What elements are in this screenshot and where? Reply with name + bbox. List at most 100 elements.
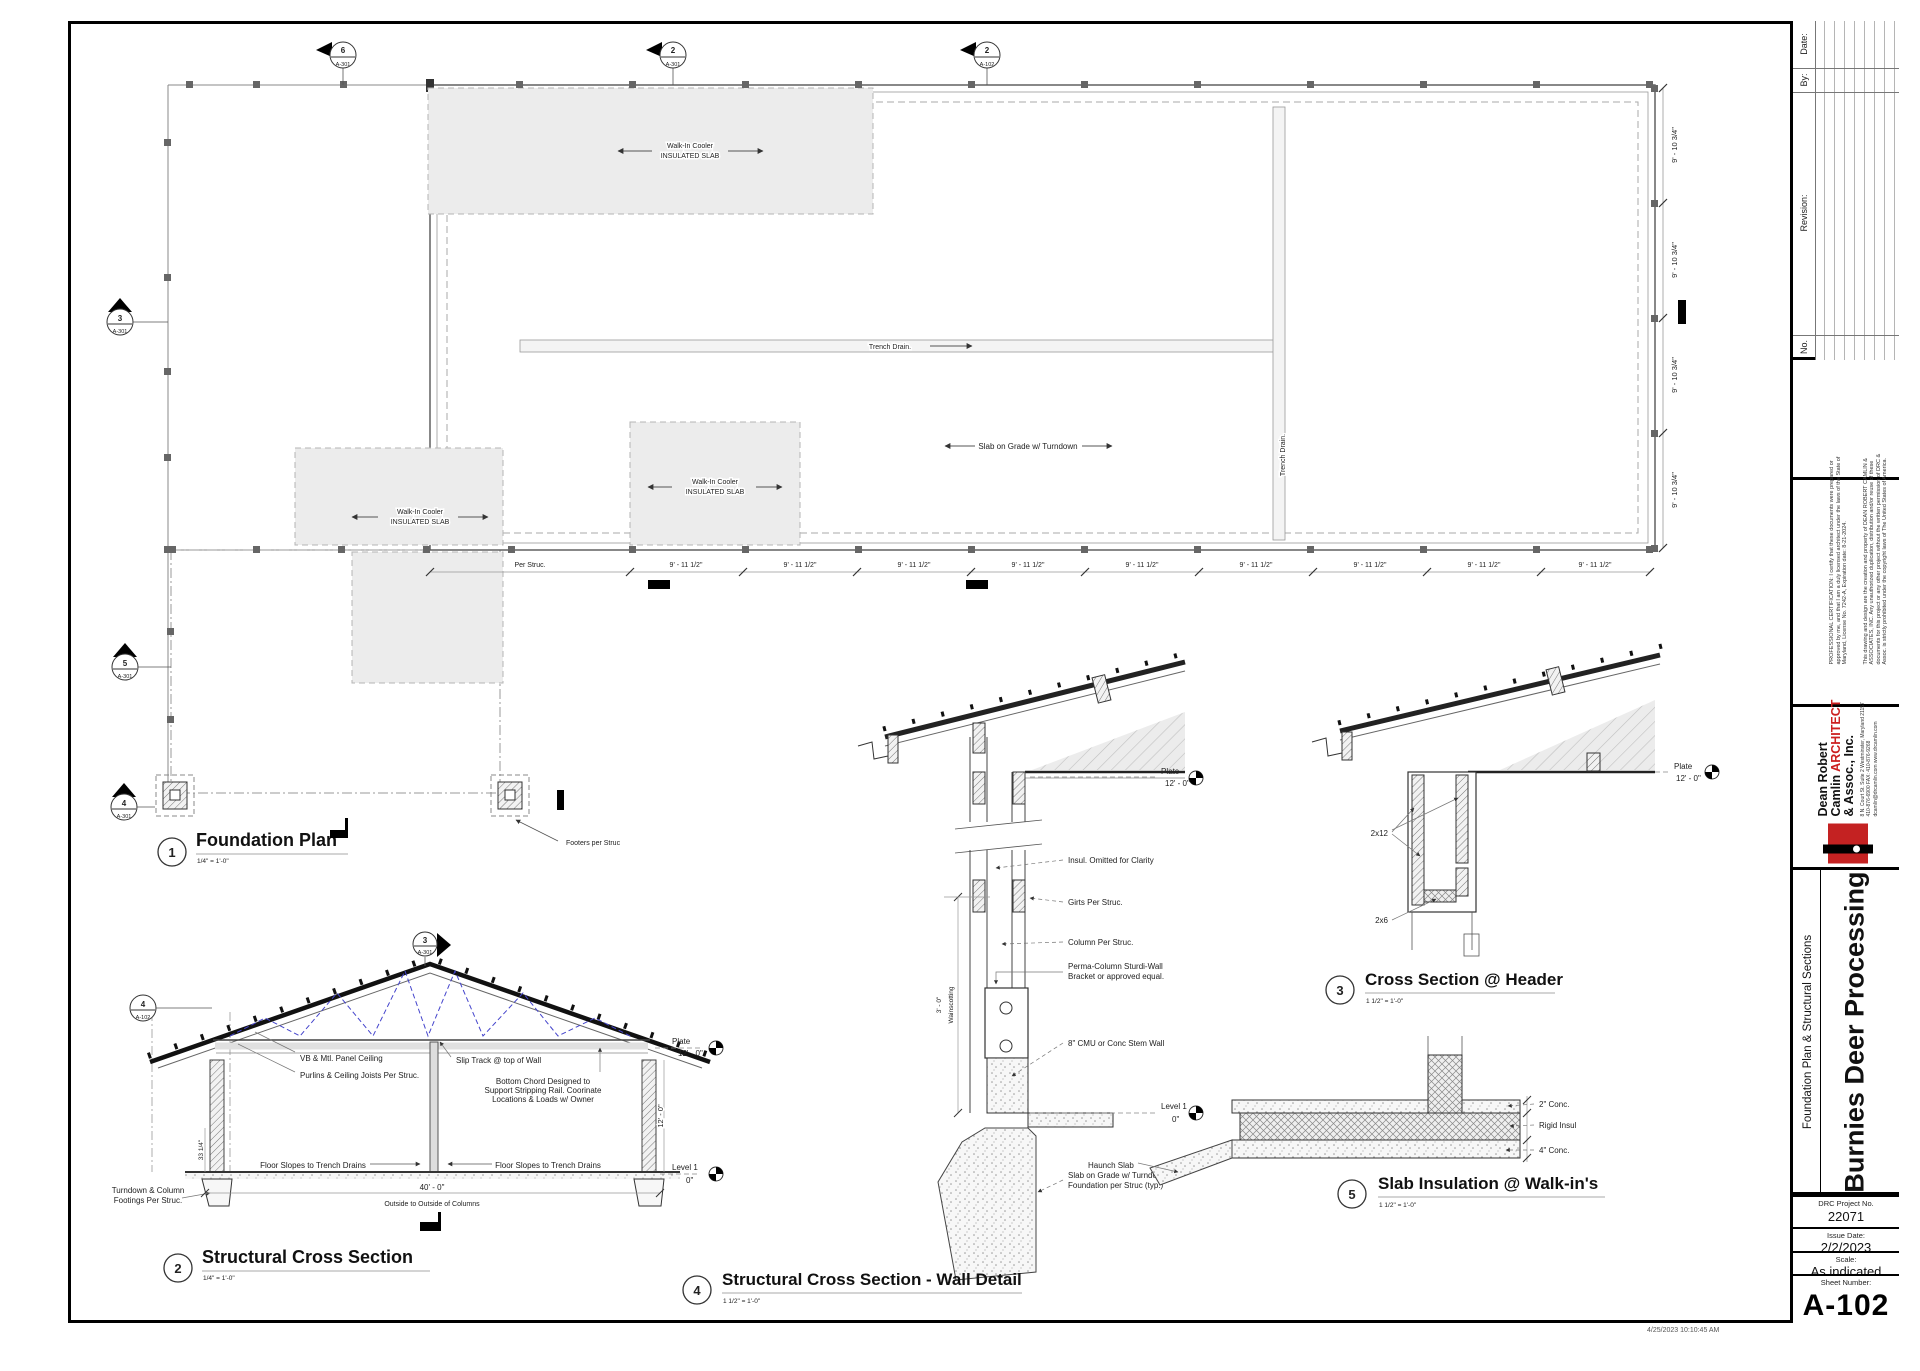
svg-text:5: 5 (1348, 1187, 1355, 1202)
section-marker-6-a301: 6 A-301 (316, 41, 357, 85)
svg-text:1 1/2" = 1'-0": 1 1/2" = 1'-0" (723, 1298, 761, 1305)
sheet-number-cell: Sheet Number: A-102 (1793, 1274, 1899, 1323)
svg-text:Footings Per Struc.: Footings Per Struc. (114, 1196, 182, 1205)
svg-text:3' - 0": 3' - 0" (936, 996, 943, 1013)
svg-text:40' - 0": 40' - 0" (420, 1183, 445, 1192)
svg-text:Level 1: Level 1 (1161, 1102, 1187, 1111)
cooler-slab-top: Walk-In Cooler INSULATED SLAB (427, 87, 874, 215)
svg-text:A-102: A-102 (136, 1015, 151, 1021)
svg-text:Trench Drain.: Trench Drain. (869, 344, 911, 351)
svg-text:A-301: A-301 (336, 62, 351, 68)
trench-drain-horizontal: Trench Drain. (519, 339, 1276, 353)
cooler-slab-left: Walk-In Cooler INSULATED SLAB (294, 447, 504, 684)
svg-text:2x6: 2x6 (1375, 916, 1388, 925)
svg-text:2" Conc.: 2" Conc. (1539, 1100, 1569, 1109)
detail4-title: 4 Structural Cross Section - Wall Detail… (682, 1270, 1022, 1305)
certification-para2: This drawing and design are the creation… (1862, 453, 1889, 665)
svg-text:Support Stripping Rail. Coorin: Support Stripping Rail. Coorinate (485, 1086, 603, 1095)
svg-text:2: 2 (671, 46, 676, 55)
structural-cross-section: VB & Mtl. Panel Ceiling Purlins & Ceilin… (112, 931, 724, 1283)
svg-text:4: 4 (141, 1000, 146, 1009)
project-number-cell: DRC Project No. 22071 (1793, 1195, 1899, 1227)
svg-text:3: 3 (118, 314, 123, 323)
level-symbol (708, 1040, 724, 1056)
footer-detail-1 (155, 774, 195, 817)
svg-text:9' - 11 1/2": 9' - 11 1/2" (1579, 562, 1612, 569)
certification-panel (1793, 480, 1899, 707)
revision-by-label: By: (1799, 73, 1809, 87)
revision-label-column (1793, 21, 1816, 360)
svg-text:Insul. Omitted for Clarity: Insul. Omitted for Clarity (1068, 856, 1154, 865)
plan-right-dimensions: 9' - 10 3/4" 9' - 10 3/4" 9' - 10 3/4" 9… (1658, 83, 1686, 553)
plan-bottom-dimensions: Per Struc. 9' - 11 1/2" 9' - 11 1/2" 9' … (425, 561, 1655, 577)
svg-text:12' - 0": 12' - 0" (656, 1104, 665, 1128)
svg-text:8" CMU or Conc Stem Wall: 8" CMU or Conc Stem Wall (1068, 1039, 1165, 1048)
section3-title: 3 Cross Section @ Header 1 1/2" = 1'-0" (1325, 970, 1563, 1005)
architect-info: Dean Robert Camlin ARCHITECT & Assoc., I… (1801, 700, 1895, 864)
svg-text:3: 3 (423, 936, 428, 945)
empty-panel (1793, 360, 1899, 480)
titles-panel (1793, 870, 1899, 1195)
svg-text:33 1/4": 33 1/4" (198, 1139, 205, 1160)
certification-para1: PROFESSIONAL CERTIFICATION: I certify th… (1829, 456, 1849, 665)
certification-text: PROFESSIONAL CERTIFICATION: I certify th… (1829, 440, 1893, 665)
svg-text:Rigid Insul: Rigid Insul (1539, 1121, 1577, 1130)
svg-text:Slip Track @ top of Wall: Slip Track @ top of Wall (456, 1056, 541, 1065)
svg-text:Slab on Grade w/ Turndown: Slab on Grade w/ Turndown (1068, 1171, 1167, 1180)
svg-text:Footers per Struc: Footers per Struc (566, 840, 621, 847)
svg-text:2x12: 2x12 (1371, 829, 1389, 838)
wall-detail: Plate 12' - 0" Level 1 0" Insul. Omitted… (682, 650, 1204, 1305)
svg-text:Per Struc.: Per Struc. (514, 562, 545, 569)
sheet-number-value: A-102 (1802, 1289, 1890, 1322)
svg-text:Haunch Slab: Haunch Slab (1088, 1161, 1134, 1170)
section-marker-2-a301: 2 A-301 (646, 41, 687, 85)
level-symbol (1188, 770, 1204, 786)
architect-panel (1793, 707, 1899, 870)
svg-text:1: 1 (168, 845, 175, 860)
section-marker-4-a102: 4 A-102 (129, 994, 212, 1022)
level-symbol (1188, 1105, 1204, 1121)
slab-insulation-detail: 2" Conc. Rigid Insul 4" Conc. Haunch Sla… (1088, 1036, 1605, 1209)
svg-text:1/4" = 1'-0": 1/4" = 1'-0" (203, 1275, 235, 1282)
svg-text:9' - 10 3/4": 9' - 10 3/4" (1670, 357, 1679, 393)
svg-text:3: 3 (1336, 983, 1343, 998)
issue-date-cell: Issue Date: 2/2/2023 (1793, 1227, 1899, 1255)
svg-text:A-301: A-301 (418, 950, 433, 956)
svg-text:Level 1: Level 1 (672, 1163, 698, 1172)
level-symbol (1704, 764, 1720, 780)
svg-text:9' - 11 1/2": 9' - 11 1/2" (1468, 562, 1501, 569)
svg-text:Walk-In Cooler: Walk-In Cooler (667, 143, 714, 150)
architect-name-line3: & Assoc., Inc. (1841, 734, 1856, 817)
svg-text:9' - 11 1/2": 9' - 11 1/2" (670, 562, 703, 569)
section2-title: 2 Structural Cross Section 1/4" = 1'-0" (163, 1247, 430, 1283)
project-number-label: DRC Project No. (1818, 1199, 1874, 1208)
svg-text:Turndown & Column: Turndown & Column (112, 1186, 185, 1195)
section-flags (557, 580, 988, 810)
titles-divider (1820, 870, 1821, 1195)
architect-name-line2: Camlin ARCHITECT (1828, 700, 1843, 817)
svg-text:Outside to Outside of Columns: Outside to Outside of Columns (384, 1201, 480, 1208)
svg-text:9' - 10 3/4": 9' - 10 3/4" (1670, 127, 1679, 163)
svg-text:9' - 10 3/4": 9' - 10 3/4" (1670, 242, 1679, 278)
svg-text:Locations & Loads w/ Owner: Locations & Loads w/ Owner (492, 1095, 594, 1104)
section-mar ker-4-a301: 4 A-301 (110, 783, 155, 821)
svg-text:9' - 11 1/2": 9' - 11 1/2" (1354, 562, 1387, 569)
svg-text:Floor Slopes to Trench Drains: Floor Slopes to Trench Drains (260, 1161, 366, 1170)
svg-text:4: 4 (693, 1283, 701, 1298)
revision-revision-label: Revision: (1799, 194, 1809, 232)
svg-text:12' - 0": 12' - 0" (1165, 779, 1190, 788)
svg-text:Structural Cross Section: Structural Cross Section (202, 1247, 413, 1267)
svg-text:Structural Cross Section - Wal: Structural Cross Section - Wall Detail (722, 1270, 1022, 1289)
architect-name-camlin: Camlin (1828, 771, 1843, 817)
svg-text:9' - 11 1/2": 9' - 11 1/2" (1240, 562, 1273, 569)
svg-text:A-301: A-301 (666, 62, 681, 68)
section-marker-3-a301-ridge: 3 A-301 (412, 931, 451, 966)
plan-columns (164, 81, 1658, 791)
revision-table: Date: By: Revision: No. (1793, 21, 1899, 360)
svg-text:A-102: A-102 (980, 62, 995, 68)
svg-text:INSULATED SLAB: INSULATED SLAB (391, 519, 450, 526)
scale-cell: Scale: As indicated (1793, 1251, 1899, 1279)
plan-title: 1 Foundation Plan 1/4" = 1'-0" (157, 818, 348, 867)
svg-text:9' - 11 1/2": 9' - 11 1/2" (1012, 562, 1045, 569)
